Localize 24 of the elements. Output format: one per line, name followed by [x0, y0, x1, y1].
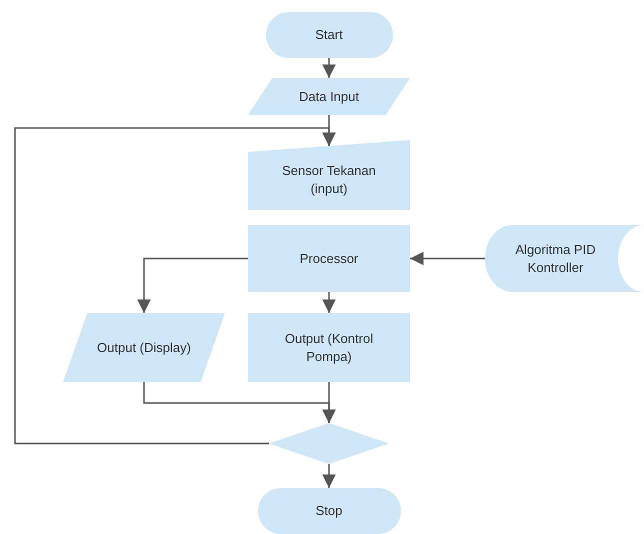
node-label: Output (Kontrol Pompa) [284, 330, 374, 366]
arrow [322, 382, 336, 423]
output-parallelogram [63, 313, 225, 382]
node-label: Start [314, 26, 344, 44]
node-label: Algoritma PID Kontroller [514, 240, 597, 276]
stored-data-shape [485, 225, 644, 292]
manual-input-shape [248, 140, 410, 210]
arrow [322, 464, 336, 488]
input-parallelogram [248, 78, 410, 115]
process-box [248, 225, 410, 292]
process-box [248, 313, 410, 382]
arrow [137, 258, 248, 313]
arrow [322, 292, 336, 313]
node-label: Processor [298, 250, 360, 268]
arrow [322, 58, 336, 78]
node-label: Output (Display) [96, 338, 192, 356]
arrow [14, 127, 336, 444]
node-label: Sensor Tekanan (input) [281, 162, 377, 198]
decision-diamond [269, 423, 389, 464]
node-label: Stop [314, 502, 344, 520]
stop-terminal [258, 488, 400, 534]
node-label: Data Input [298, 88, 360, 106]
arrow [410, 252, 485, 266]
start-terminal [266, 12, 392, 58]
